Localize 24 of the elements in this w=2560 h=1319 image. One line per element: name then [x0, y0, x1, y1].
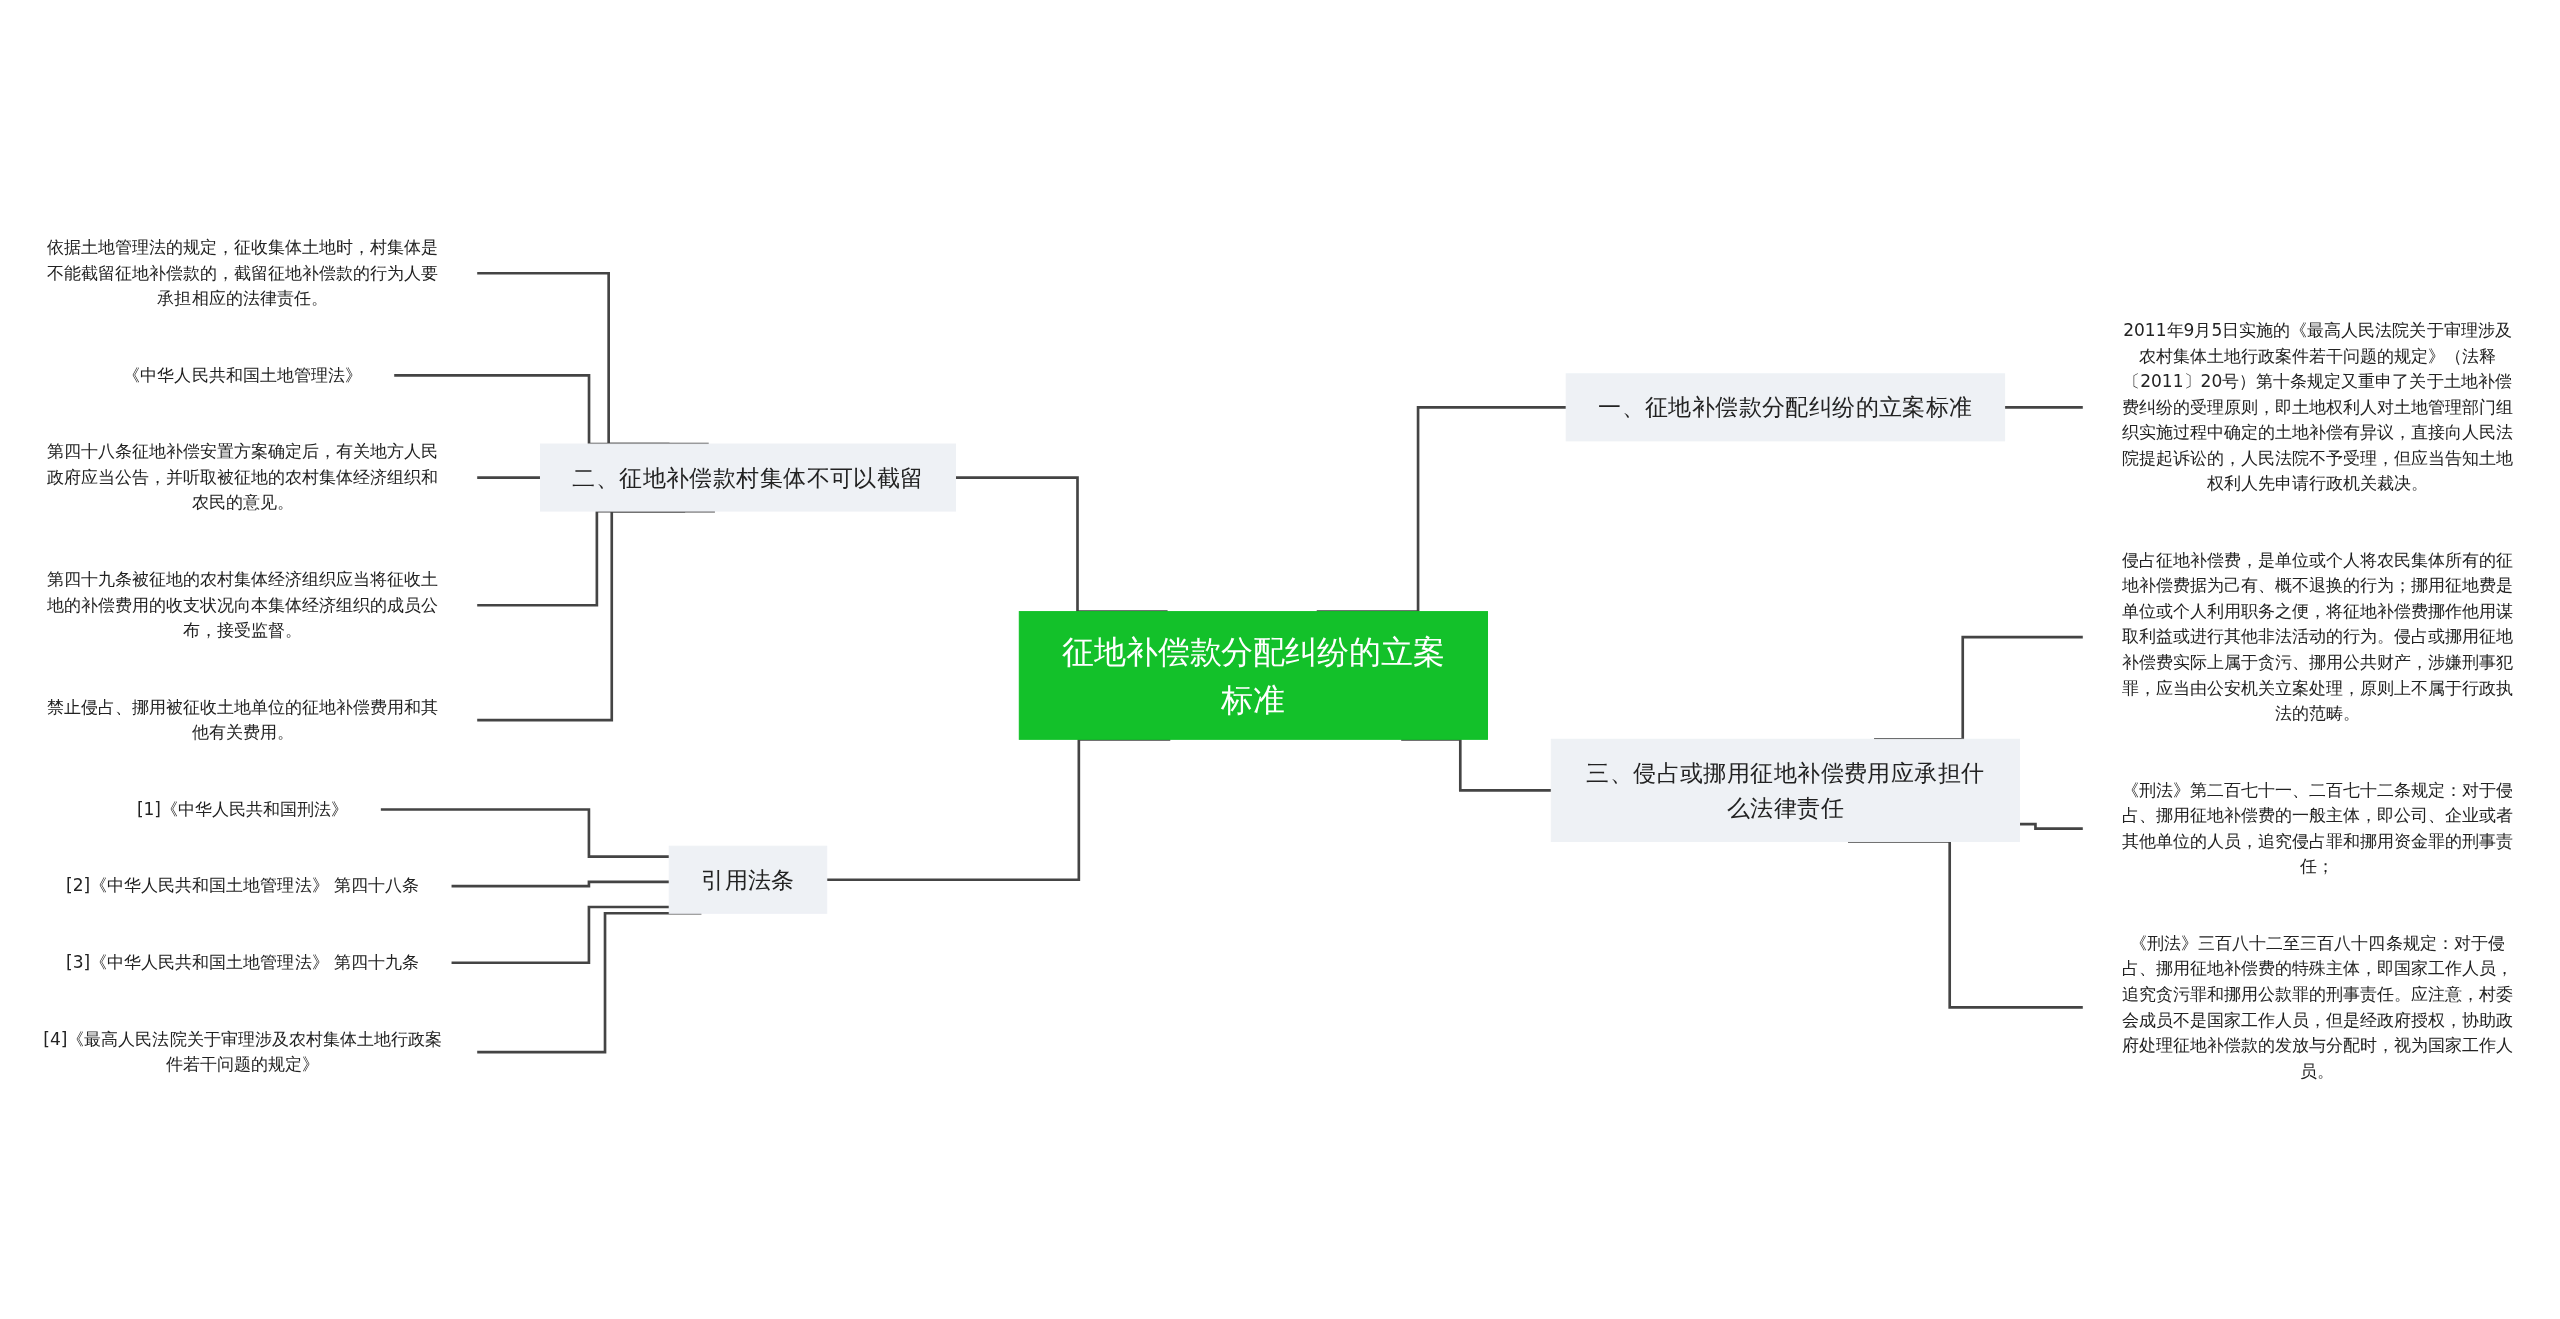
node-text: 2011年9月5日实施的《最高人民法院关于审理涉及农村集体土地行政案件若干问题的规定》（法释〔2011〕20号）第十条规定又重申了关于土地补偿费纠纷的受理原则，即土地权利人对土地管理部门组织实施过程中确定的土地补偿有异议，直接向人民法院提起诉讼的，人民法院不予受理，但应当告知土地权利人先申请行政机关裁决。	[2121, 320, 2514, 494]
node-text: [3]《中华人民共和国土地管理法》 第四十九条	[66, 952, 420, 973]
connector	[2004, 406, 2084, 409]
connector	[451, 880, 670, 888]
node-text: [1]《中华人民共和国刑法》	[136, 798, 349, 820]
node-text: 《刑法》第二百七十一、二百七十二条规定：对于侵占、挪用征地补偿费的一般主体，即公司、企业或者其他单位的人员，追究侵占罪和挪用资金罪的刑事责任；	[2121, 779, 2514, 877]
node-box	[1565, 373, 2006, 442]
node-box	[668, 845, 828, 914]
connector	[380, 808, 670, 858]
node-text: 侵占征地补偿费，是单位或个人将农民集体所有的征地补偿费据为己有、概不退换的行为；挪用征地费是单位或个人利用职务之便，将征地补偿费挪作他用谋取利益或进行其他非法活动的行为。侵占或挪用征地补偿费实际上属于贪污、挪用公共财产，涉嫌刑事犯罪，应当由公安机关立案处理，原则上不属于行政执法的范畴。	[2121, 549, 2514, 724]
node-box	[1550, 738, 2020, 842]
node-box	[540, 443, 956, 512]
node-text: 《刑法》三百八十二至三百八十四条规定：对于侵占、挪用征地补偿费的特殊主体，即国家工作人员，追究贪污罪和挪用公款罪的刑事责任。应注意，村委会成员不是国家工作人员，但是经政府授权，协助政府处理征地补偿款的发放与分配时，视为国家工作人员。	[2121, 932, 2514, 1081]
node-text: 第四十九条被征地的农村集体经济组织应当将征收土地的补偿费用的收支状况向本集体经济组织的成员公布，接受监督。	[46, 569, 439, 641]
node-text: 《中华人民共和国土地管理法》	[123, 364, 362, 385]
node-text: 依据土地管理法的规定，征收集体土地时，村集体是不能截留征地补偿款的，截留征地补偿款的行为人要承担相应的法律责任。	[46, 237, 439, 309]
connector	[451, 905, 670, 965]
node-text: 禁止侵占、挪用被征收土地单位的征地补偿费用和其他有关费用。	[46, 696, 439, 743]
node-box	[1018, 611, 1488, 740]
connector	[476, 476, 541, 479]
node-text: 第四十八条征地补偿安置方案确定后，有关地方人民政府应当公告，并听取被征地的农村集体经济组织和农民的意见。	[46, 441, 439, 513]
connector	[2019, 822, 2084, 830]
node-text: [4]《最高人民法院关于审理涉及农村集体土地行政案件若干问题的规定》	[43, 1028, 442, 1075]
node-text: [2]《中华人民共和国土地管理法》 第四十八条	[66, 875, 420, 896]
